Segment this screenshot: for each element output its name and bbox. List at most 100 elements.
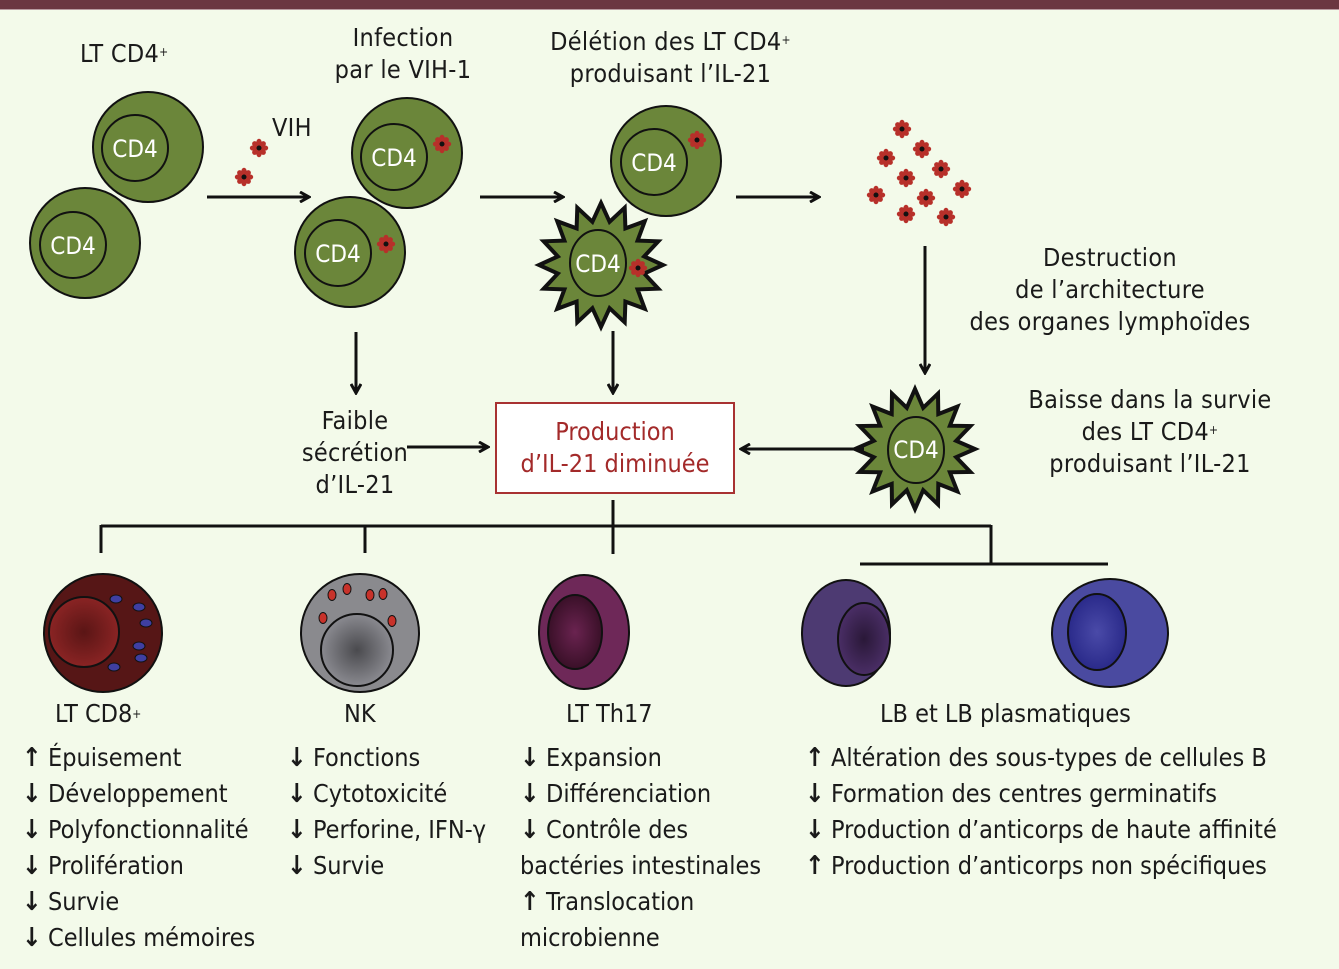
effect-text: microbienne [520, 923, 660, 952]
effects-list-lb: ↑Altération des sous-types de cellules B… [805, 740, 1277, 884]
cd4-cell-infected-1 [351, 97, 463, 209]
arrow-down-icon: ↓ [287, 851, 307, 881]
arrow-up-icon: ↑ [520, 887, 540, 917]
virus-icon [249, 138, 269, 158]
effect-item: ↓Contrôle des [520, 812, 761, 848]
effect-text: Survie [313, 851, 385, 880]
effect-text: Cytotoxicité [313, 779, 448, 808]
cd4-cell-label: CD4 [893, 436, 938, 464]
cd4-cell-label: CD4 [315, 240, 360, 268]
effects-list-cd8: ↑Épuisement↓Développement↓Polyfonctionna… [22, 740, 255, 956]
cd4-cell-dying-2 [849, 383, 981, 515]
il21-decrease-box: Production d’IL-21 diminuée [495, 402, 735, 494]
effect-text: Expansion [546, 743, 662, 772]
effect-text: Prolifération [48, 851, 184, 880]
effect-item: ↓Survie [22, 884, 255, 920]
effect-text: Différenciation [546, 779, 712, 808]
effect-item: ↑Production d’anticorps non spécifiques [805, 848, 1277, 884]
effect-item: bactéries intestinales [520, 848, 761, 884]
arrow-up-icon: ↑ [805, 851, 825, 881]
effect-text: Cellules mémoires [48, 923, 256, 952]
deletion-label: Délétion des LT CD4+ produisant l’IL-21 [550, 27, 791, 88]
effect-item: microbienne [520, 920, 761, 956]
dying-cell-nucleus [569, 229, 627, 297]
arrow-down-icon: ↓ [287, 743, 307, 773]
effect-item: ↓Différenciation [520, 776, 761, 812]
effect-text: Fonctions [313, 743, 421, 772]
effect-item: ↓Cytotoxicité [287, 776, 486, 812]
tree-connector [99, 500, 1108, 566]
arrow-down-icon: ↓ [805, 815, 825, 845]
effect-text: Perforine, IFN-γ [313, 815, 487, 844]
effect-text: Survie [48, 887, 120, 916]
cd4-cell-label: CD4 [371, 144, 416, 172]
effect-item: ↑Altération des sous-types de cellules B [805, 740, 1277, 776]
destruction-label: Destruction de l’architecture des organe… [969, 243, 1251, 336]
group-title-cd8: LT CD8+ [55, 699, 142, 728]
effect-item: ↓Fonctions [287, 740, 486, 776]
arrow-down-icon: ↓ [22, 815, 42, 845]
th17-cell [538, 574, 630, 690]
top-banner [0, 0, 1339, 10]
effects-list-nk: ↓Fonctions↓Cytotoxicité↓Perforine, IFN-γ… [287, 740, 486, 884]
cd4-cell-label: CD4 [575, 250, 620, 278]
arrow-down-icon: ↓ [520, 743, 540, 773]
group-title-th17: LT Th17 [566, 699, 653, 728]
nk-cell [300, 573, 420, 693]
group-title-nk: NK [344, 699, 376, 728]
effect-text: Contrôle des [546, 815, 689, 844]
effect-text: Développement [48, 779, 228, 808]
arrow-down-icon: ↓ [287, 815, 307, 845]
effect-item: ↑Épuisement [22, 740, 255, 776]
cd4-cell-label: CD4 [50, 232, 95, 260]
survival-decrease-label: Baisse dans la survie des LT CD4+ produi… [1028, 385, 1272, 478]
lb-cell [801, 579, 891, 687]
arrow-down-icon: ↓ [287, 779, 307, 809]
arrow-down-icon: ↓ [22, 887, 42, 917]
arrow-down-icon: ↓ [22, 779, 42, 809]
cd4-cell-healthy-1 [92, 91, 204, 203]
effect-item: ↓Production d’anticorps de haute affinit… [805, 812, 1277, 848]
effect-text: Production d’anticorps non spécifiques [831, 851, 1267, 880]
effect-item: ↓Expansion [520, 740, 761, 776]
effect-item: ↓Cellules mémoires [22, 920, 255, 956]
vih-label: VIH [272, 113, 312, 142]
virus-icon [234, 167, 254, 187]
infection-label: Infection par le VIH-1 [334, 23, 472, 84]
cd4-cell-infected-3 [610, 105, 722, 217]
effect-item: ↓Perforine, IFN-γ [287, 812, 486, 848]
effect-item: ↓Développement [22, 776, 255, 812]
effect-text: Production d’anticorps de haute affinité [831, 815, 1277, 844]
effect-item: ↑Translocation [520, 884, 761, 920]
dying-cell-nucleus [887, 416, 945, 484]
cd4-cell-label: CD4 [631, 149, 676, 177]
cd8-cell [43, 573, 163, 693]
effect-text: Polyfonctionnalité [48, 815, 249, 844]
effect-text: Formation des centres germinatifs [831, 779, 1217, 808]
effect-item: ↓Polyfonctionnalité [22, 812, 255, 848]
effect-item: ↓Survie [287, 848, 486, 884]
cd4-cell-healthy-2 [29, 187, 141, 299]
group-title-lb: LB et LB plasmatiques [880, 699, 1131, 728]
cd4-cell-infected-2 [294, 196, 406, 308]
low-secretion-label: Faible sécrétion d’IL-21 [301, 406, 409, 499]
arrow-down-icon: ↓ [520, 815, 540, 845]
lt-cd4-label: LT CD4+ [80, 39, 169, 68]
cd4-cell-dying-1 [534, 198, 668, 332]
arrow-up-icon: ↑ [805, 743, 825, 773]
arrow-down-icon: ↓ [22, 923, 42, 953]
arrow-down-icon: ↓ [520, 779, 540, 809]
effect-text: Épuisement [48, 743, 182, 772]
effect-item: ↓Formation des centres germinatifs [805, 776, 1277, 812]
arrow-down-icon: ↓ [22, 851, 42, 881]
effect-text: Translocation [546, 887, 695, 916]
viremia-virus-cluster [866, 119, 972, 227]
effect-text: Altération des sous-types de cellules B [831, 743, 1267, 772]
arrow-up-icon: ↑ [22, 743, 42, 773]
cd4-cell-label: CD4 [112, 135, 157, 163]
effect-item: ↓Prolifération [22, 848, 255, 884]
plasma-cell [1051, 578, 1169, 688]
arrow-down-icon: ↓ [805, 779, 825, 809]
